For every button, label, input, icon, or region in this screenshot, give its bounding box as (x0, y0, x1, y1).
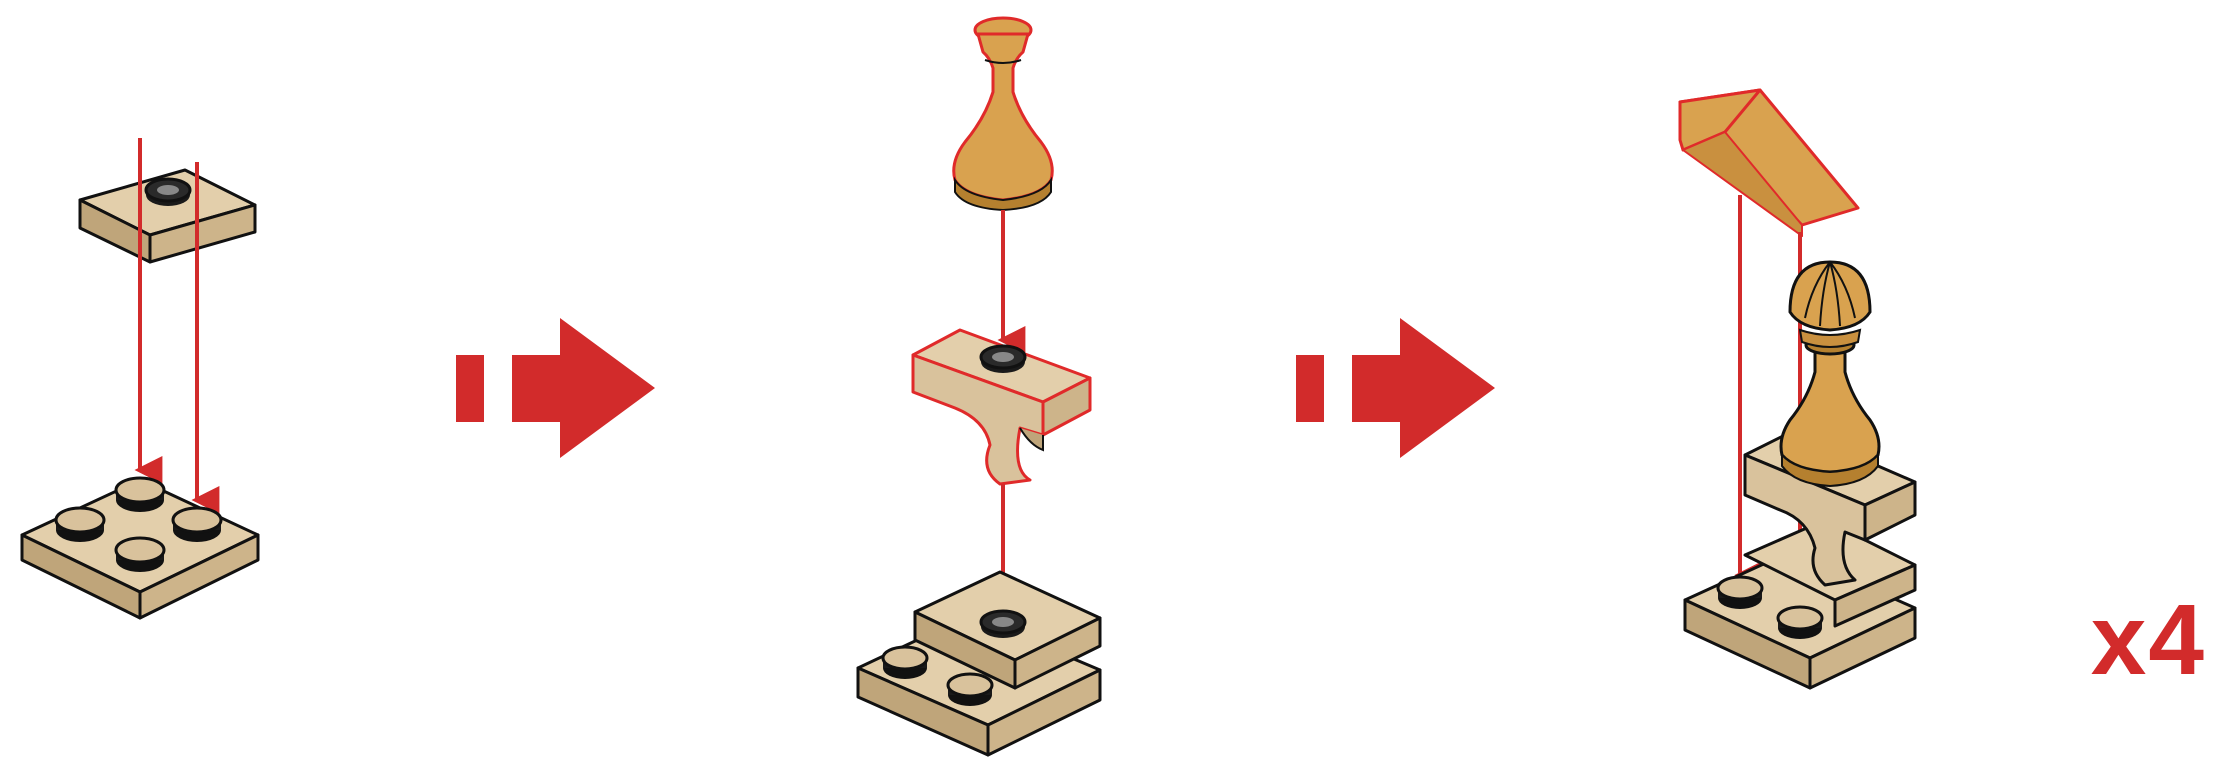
slope-tile-icon (1680, 90, 1858, 236)
next-step-arrow-icon (1296, 318, 1495, 458)
plate-1x2-icon (80, 170, 255, 262)
brick-step-2-icon (858, 18, 1100, 755)
brick-step-1-icon (22, 138, 258, 618)
plate-2x2-icon (22, 478, 258, 618)
baluster-piece-icon (954, 18, 1053, 210)
bracket-piece-icon (913, 330, 1090, 484)
brick-step-3-icon (1680, 90, 1915, 688)
stacked-plates-icon (858, 572, 1100, 755)
quantity-multiplier: x4 (2091, 590, 2206, 690)
next-step-arrow-icon (456, 318, 655, 458)
